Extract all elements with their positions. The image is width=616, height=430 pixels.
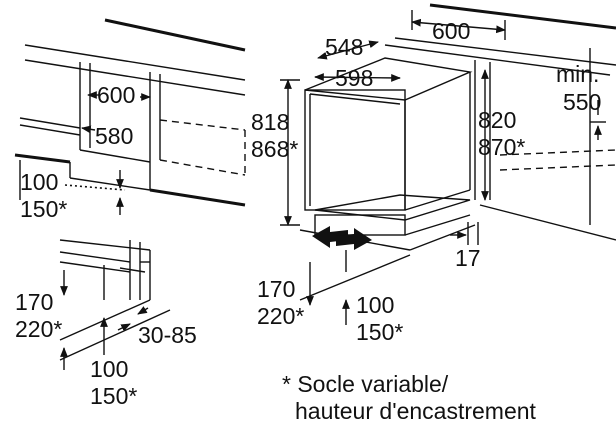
appliance-height-170: 170 <box>257 276 295 302</box>
appliance-height-220: 220* <box>257 303 304 329</box>
appliance-height-868: 868* <box>251 136 298 162</box>
left-top-niche-view <box>14 18 246 215</box>
appliance-drawing <box>280 3 616 325</box>
left-bottom-range-30-85: 30-85 <box>138 322 197 348</box>
appliance-height-818: 818 <box>251 109 289 135</box>
niche-width-600: 600 <box>432 18 470 44</box>
appliance-depth-548: 548 <box>325 34 363 60</box>
left-bottom-height-170: 170 <box>15 289 53 315</box>
left-bottom-plinth-detail <box>59 239 171 370</box>
min-550: 550 <box>563 89 601 115</box>
left-top-width-600: 600 <box>97 82 135 108</box>
left-bottom-height-220: 220* <box>15 316 62 342</box>
appliance-width-598: 598 <box>335 65 373 91</box>
footnote-line2: hauteur d'encastrement <box>295 398 537 424</box>
left-bottom-plinth-150: 150* <box>90 383 137 409</box>
min-label: min. <box>556 61 599 87</box>
appliance-plinth-100: 100 <box>356 292 394 318</box>
left-top-depth-580: 580 <box>95 123 133 149</box>
left-bottom-plinth-100: 100 <box>90 356 128 382</box>
left-top-plinth-150: 150* <box>20 196 67 222</box>
left-top-plinth-100: 100 <box>20 169 58 195</box>
footnote-line1: * Socle variable/ <box>282 371 449 397</box>
gap-17: 17 <box>455 245 481 271</box>
appliance-plinth-150: 150* <box>356 319 403 345</box>
niche-height-870: 870* <box>478 134 525 160</box>
niche-height-820: 820 <box>478 107 516 133</box>
